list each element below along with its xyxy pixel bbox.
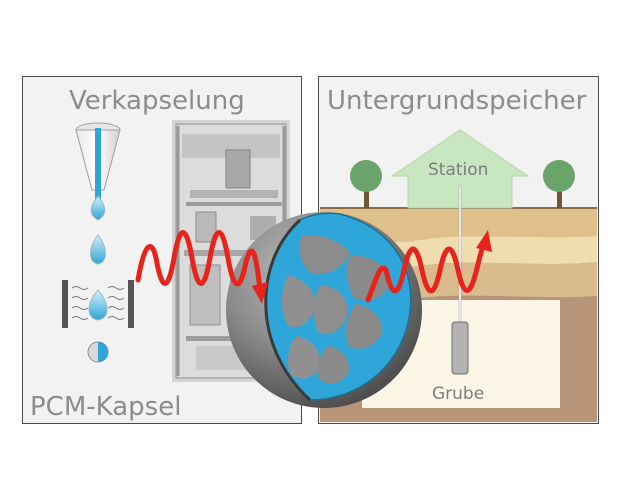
pcm-capsule-icon xyxy=(87,341,109,363)
pcm-capsule-label: PCM-Kapsel xyxy=(30,392,182,422)
pcm-droplet-icon xyxy=(90,234,106,265)
heat-wave-arrow-icon xyxy=(135,230,268,304)
pcm-sphere-icon xyxy=(226,212,422,408)
pit-label: Grube xyxy=(432,384,485,404)
station-label: Station xyxy=(428,160,489,180)
heat-wave-arrow-icon xyxy=(365,230,492,303)
encapsulation-label: Verkapselung xyxy=(69,86,245,116)
tree-icon xyxy=(350,160,382,208)
pcm-droplet-icon xyxy=(88,289,108,321)
encapsulation-funnel-icon xyxy=(75,122,121,221)
tree-icon xyxy=(543,160,575,208)
house-icon xyxy=(390,129,530,209)
probe-icon xyxy=(451,185,469,375)
underground-storage-label: Untergrundspeicher xyxy=(327,86,587,116)
heater-plates-icon xyxy=(62,280,134,328)
